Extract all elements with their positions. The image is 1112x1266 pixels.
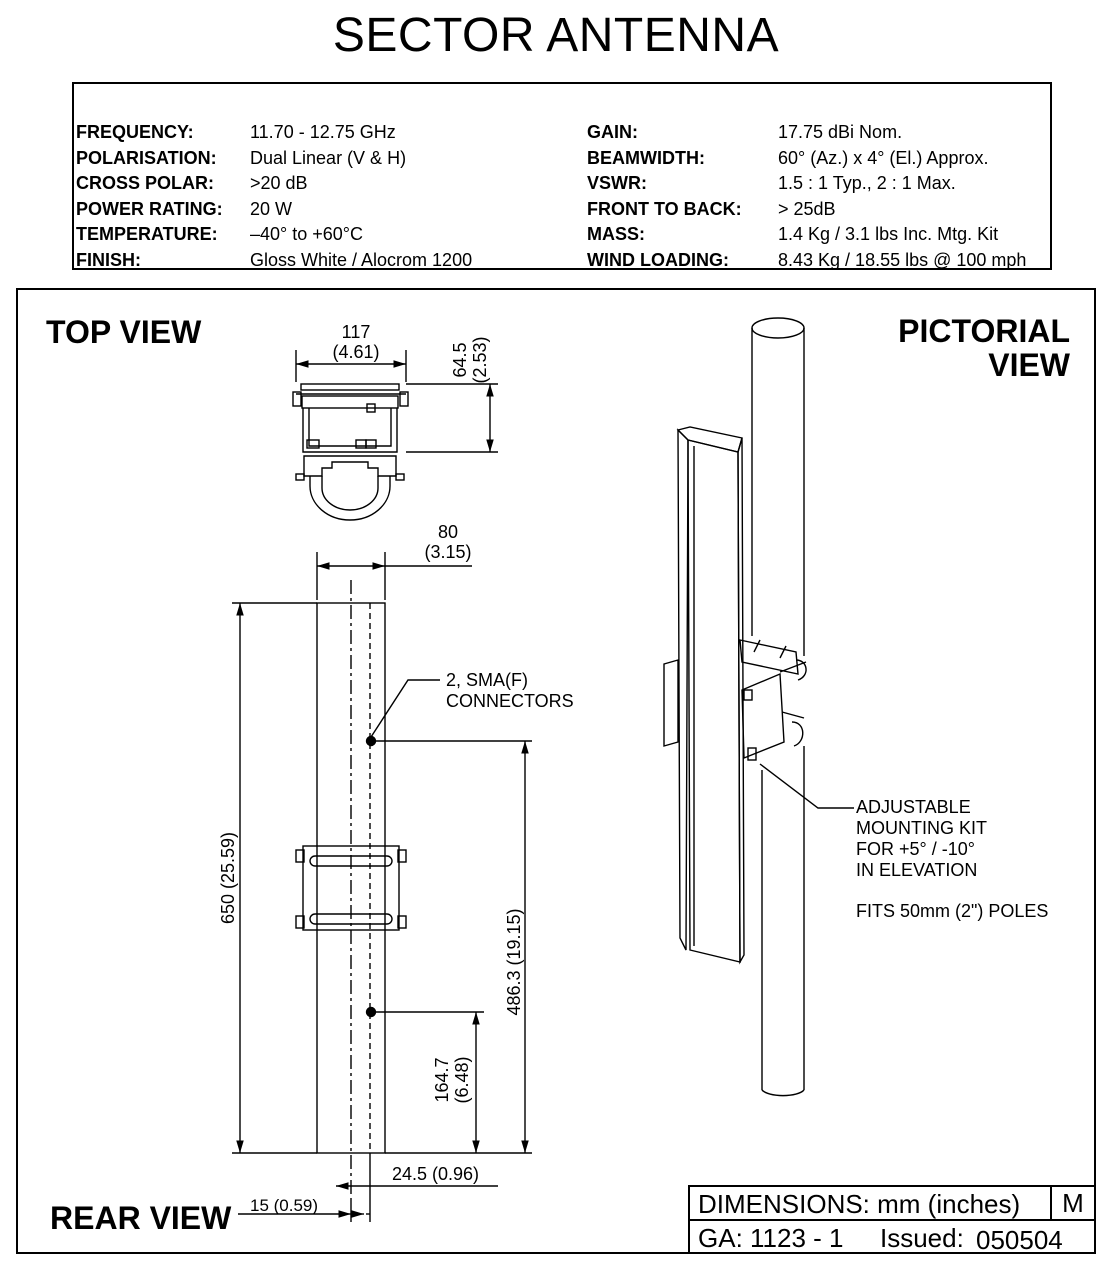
poles-note: FITS 50mm (2") POLES [856, 901, 1049, 921]
spec-value: 11.70 - 12.75 GHz [250, 122, 396, 142]
dim-in: (6.48) [452, 1056, 472, 1104]
spec-left-values: 11.70 - 12.75 GHz Dual Linear (V & H) >2… [250, 120, 472, 274]
dim-mm: 64.5 [450, 342, 470, 378]
spec-value: Gloss White / Alocrom 1200 [250, 249, 473, 270]
top-view-drawing [292, 350, 498, 521]
title-block-row: DIMENSIONS: mm (inches) M [690, 1187, 1094, 1221]
pictorial-label-line: PICTORIAL [898, 313, 1070, 349]
connector-offset-dimension: 24.5 (0.96) [392, 1164, 480, 1184]
spec-value: >20 dB [250, 173, 308, 194]
lower-connector-dimension: 164.7 (6.48) [432, 1030, 472, 1130]
spec-right-values: 17.75 dBi Nom. 60° (Az.) x 4° (El.) Appr… [778, 120, 1026, 274]
spec-label: MASS: [587, 224, 645, 245]
spec-label: CROSS POLAR: [76, 173, 215, 194]
overall-length-dimension: 650 (25.59) [218, 831, 238, 925]
spec-value: 17.75 dBi Nom. [778, 122, 903, 142]
dimensions-units: DIMENSIONS: mm (inches) [698, 1189, 1021, 1219]
dim-in: (3.15) [424, 542, 472, 562]
spec-value: –40° to +60°C [250, 224, 363, 245]
note-line: IN ELEVATION [856, 860, 978, 880]
issued-label: Issued: [880, 1223, 964, 1253]
top-depth-dimension: 64.5 (2.53) [450, 300, 490, 420]
note-line: ADJUSTABLE [856, 797, 971, 817]
pictorial-view-label: PICTORIAL VIEW [860, 314, 1070, 382]
spec-label: TEMPERATURE: [76, 224, 218, 245]
spec-label: POLARISATION: [76, 147, 217, 168]
note-line: 2, SMA(F) [446, 670, 529, 690]
note-line: CONNECTORS [446, 691, 574, 711]
rear-view-label: REAR VIEW [50, 1200, 232, 1236]
issued-date: 050504 [976, 1225, 1063, 1255]
connector-note: 2, SMA(F) CONNECTORS [446, 670, 574, 712]
spec-label: FREQUENCY: [76, 122, 194, 142]
spec-label: POWER RATING: [76, 198, 223, 219]
spec-value: 20 W [250, 198, 293, 219]
spec-label: FRONT TO BACK: [587, 198, 742, 219]
drawing-title: SECTOR ANTENNA [332, 9, 780, 62]
spec-label: GAIN: [587, 122, 638, 142]
spec-value: Dual Linear (V & H) [250, 147, 407, 168]
spec-value: 60° (Az.) x 4° (El.) Approx. [778, 147, 989, 168]
spec-value: 1.5 : 1 Typ., 2 : 1 Max. [778, 173, 956, 194]
dim-mm: 80 [437, 522, 459, 542]
top-view-label: TOP VIEW [46, 314, 202, 350]
dim-mm: 117 [341, 322, 371, 342]
dim-in: (4.61) [332, 342, 380, 362]
rear-width-dimension: 80 (3.15) [408, 522, 488, 562]
spec-left-labels: FREQUENCY: POLARISATION: CROSS POLAR: PO… [76, 120, 223, 274]
spec-table: FREQUENCY: POLARISATION: CROSS POLAR: PO… [72, 82, 1052, 270]
spec-value: 8.43 Kg / 18.55 lbs @ 100 mph [778, 249, 1027, 270]
dim-in: (2.53) [470, 336, 490, 384]
dim-mm: 164.7 [432, 1057, 452, 1103]
spec-value: > 25dB [778, 198, 836, 219]
spec-label: VSWR: [587, 173, 647, 194]
spec-value: 1.4 Kg / 3.1 lbs Inc. Mtg. Kit [778, 224, 999, 245]
pictorial-label-line: VIEW [988, 347, 1070, 383]
title-block: DIMENSIONS: mm (inches) M GA: 1123 - 1 I… [688, 1185, 1096, 1255]
revision-letter: M [1050, 1187, 1094, 1219]
spec-label: BEAMWIDTH: [587, 147, 705, 168]
note-line: FOR +5° / -10° [856, 839, 975, 859]
spec-label: WIND LOADING: [587, 249, 729, 270]
title-block-row: GA: 1123 - 1 Issued: 050504 [690, 1221, 1094, 1255]
center-offset-dimension: 15 (0.59) [250, 1196, 319, 1215]
rear-view-drawing [232, 552, 532, 1222]
pictorial-view-drawing [663, 317, 854, 1097]
spec-right-labels: GAIN: BEAMWIDTH: VSWR: FRONT TO BACK: MA… [587, 120, 742, 274]
note-line: MOUNTING KIT [856, 818, 987, 838]
connector-span-dimension: 486.3 (19.15) [504, 908, 524, 1016]
drawing-frame [16, 288, 1096, 1254]
mounting-note: ADJUSTABLE MOUNTING KIT FOR +5° / -10° I… [856, 797, 987, 881]
spec-label: FINISH: [76, 249, 141, 270]
drawing-number: GA: 1123 - 1 [698, 1223, 844, 1253]
top-width-dimension: 117 (4.61) [316, 322, 396, 362]
